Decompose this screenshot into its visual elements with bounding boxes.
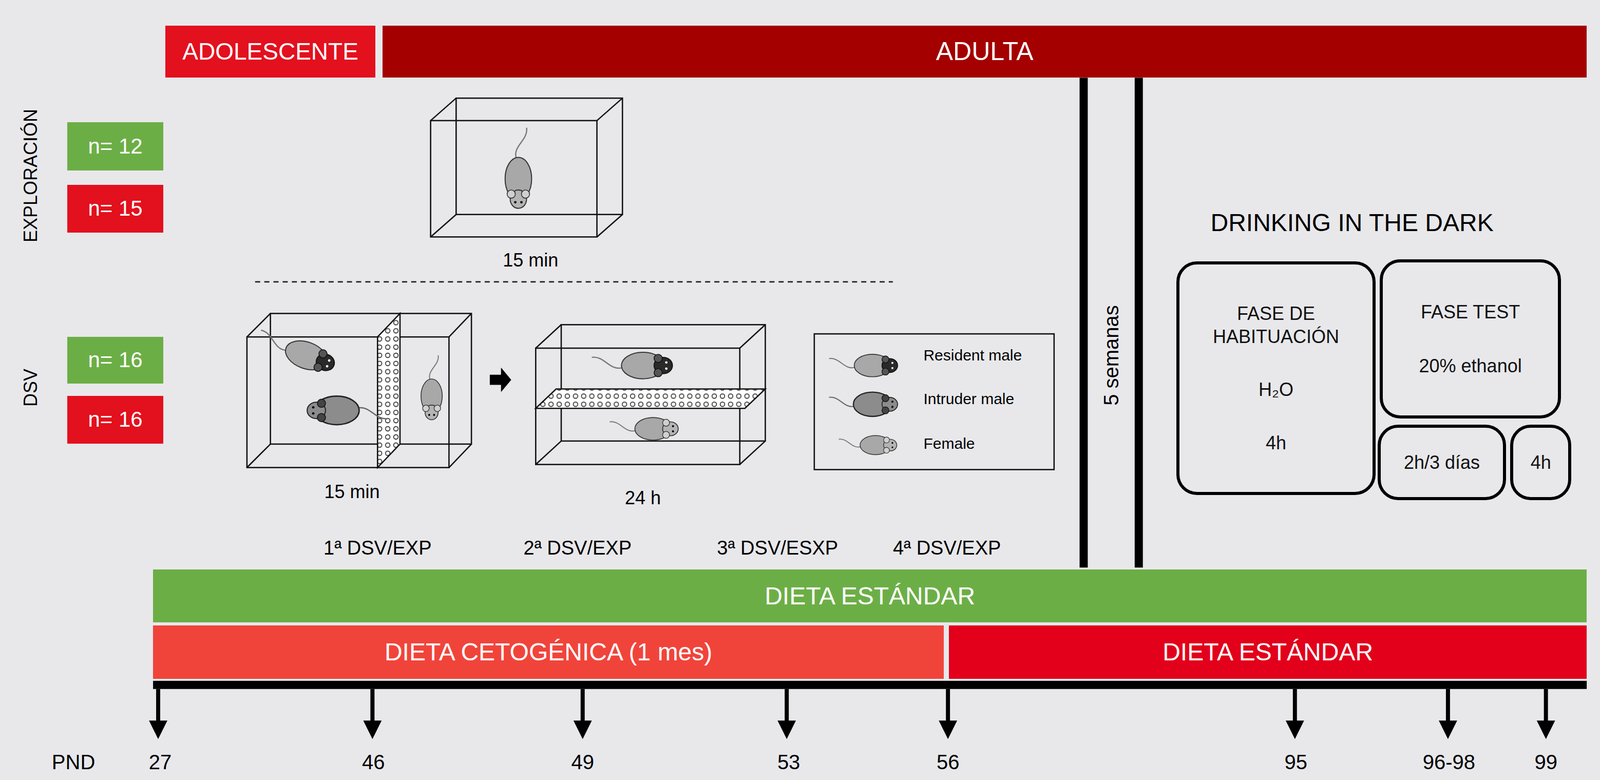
node-text: n= 12 bbox=[87, 132, 143, 161]
annotation-label: 3ª DSV/ESXP bbox=[716, 537, 838, 560]
diet-band: DIETA ESTÁNDAR bbox=[153, 569, 1587, 623]
node-text: n= 15 bbox=[87, 195, 143, 223]
band: ADULTA bbox=[382, 25, 1587, 78]
timeline-label: 46 bbox=[362, 750, 386, 774]
timeline-label: 53 bbox=[777, 750, 801, 774]
node-text: 4h bbox=[1530, 450, 1552, 474]
node-text: DIETA ESTÁNDAR bbox=[1162, 636, 1374, 668]
node-text: DIETA CETOGÉNICA (1 mes) bbox=[384, 636, 713, 668]
annotation-label: 4ª DSV/EXP bbox=[892, 537, 1001, 560]
annotation-label: 1ª DSV/EXP bbox=[323, 537, 432, 560]
annotation-label: 15 min bbox=[502, 249, 559, 272]
node-text: n= 16 bbox=[87, 406, 143, 434]
annotation-label: 2ª DSV/EXP bbox=[523, 537, 632, 560]
legend-text: Intruder male bbox=[923, 390, 1015, 408]
group-size: n= 15 bbox=[67, 184, 164, 233]
annotation-label: 5 semanas bbox=[1099, 305, 1123, 406]
node-text: ADOLESCENTE bbox=[182, 36, 359, 67]
timeline-label: PND bbox=[51, 750, 95, 774]
phase-box: FASE TEST 20% ethanol bbox=[1379, 259, 1562, 419]
legend-text: Female bbox=[923, 434, 975, 453]
annotation-label: EXPLORACIÓN bbox=[20, 108, 42, 243]
annotation-label: 24 h bbox=[624, 487, 661, 509]
annotation-label: DSV bbox=[20, 368, 42, 407]
node-text: 4h bbox=[1265, 431, 1287, 455]
node-text: ADULTA bbox=[936, 35, 1034, 68]
phase-box: 2h/3 días bbox=[1377, 424, 1507, 501]
node-text: FASE TEST bbox=[1420, 300, 1520, 324]
node-text: 2h/3 días bbox=[1403, 450, 1480, 474]
timeline-label: 49 bbox=[570, 750, 595, 774]
annotation-label: DRINKING IN THE DARK bbox=[1210, 208, 1494, 237]
group-size: n= 12 bbox=[67, 122, 164, 170]
timeline-label: 99 bbox=[1534, 750, 1558, 774]
node-text: 20% ethanol bbox=[1419, 354, 1522, 378]
annotation-label: 15 min bbox=[324, 481, 380, 503]
timeline-label: 95 bbox=[1284, 750, 1308, 774]
node-text: FASE DE HABITUACIÓN bbox=[1185, 301, 1367, 349]
timeline-label: 27 bbox=[148, 750, 173, 774]
phase-box: 4h bbox=[1510, 424, 1572, 501]
group-size: n= 16 bbox=[67, 336, 164, 384]
timeline-label: 96-98 bbox=[1422, 750, 1476, 774]
diet-band: DIETA CETOGÉNICA (1 mes) bbox=[153, 625, 944, 679]
diet-band: DIETA ESTÁNDAR bbox=[948, 625, 1587, 679]
phase-box: FASE DE HABITUACIÓN H₂O 4h bbox=[1176, 261, 1376, 495]
band: ADOLESCENTE bbox=[165, 25, 376, 78]
node-text: H₂O bbox=[1258, 377, 1294, 402]
timeline-label: 56 bbox=[936, 750, 960, 774]
node-text: DIETA ESTÁNDAR bbox=[764, 580, 976, 612]
legend-text: Resident male bbox=[923, 346, 1022, 365]
group-size: n= 16 bbox=[67, 395, 164, 444]
node-text: n= 16 bbox=[87, 346, 143, 374]
